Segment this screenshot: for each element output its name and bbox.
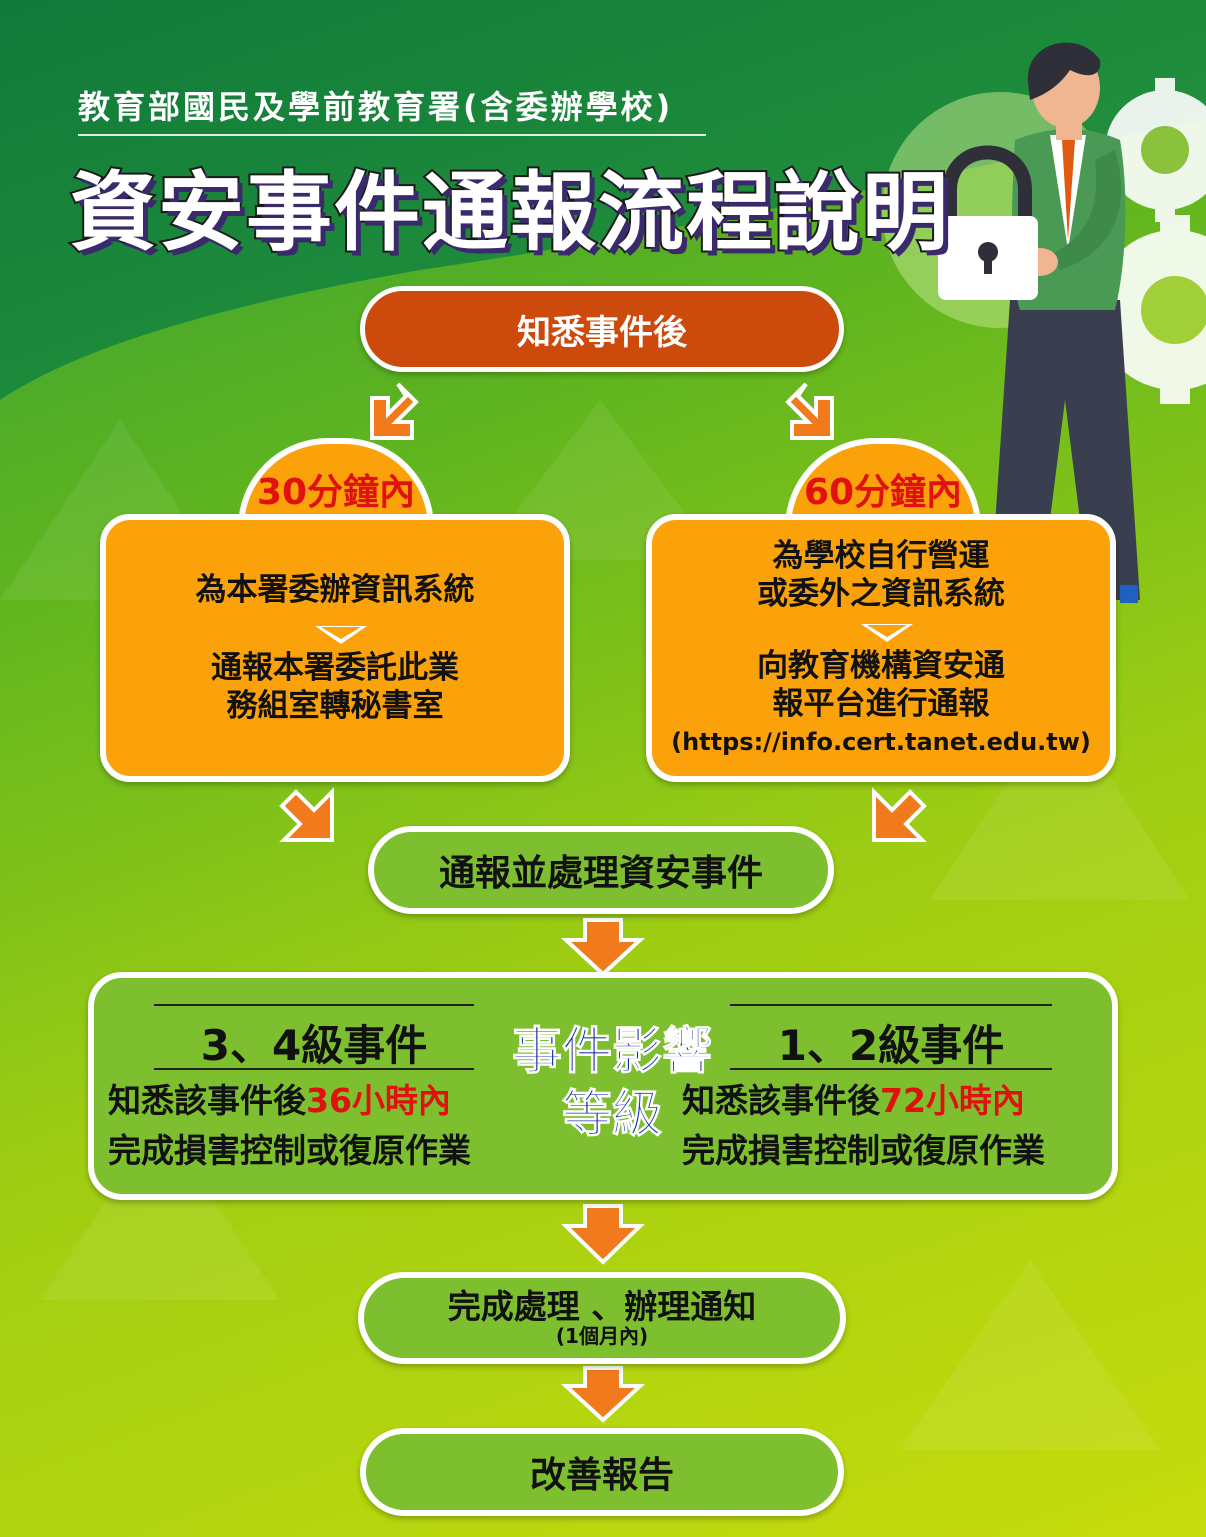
padlock-icon: [938, 145, 1038, 300]
level-1-2-heading: 1、2級事件: [777, 1021, 1005, 1070]
left-branch-box: 為本署委辦資訊系統 通報本署委託此業 務組室轉秘書室: [100, 514, 570, 782]
subtitle: 教育部國民及學前教育署(含委辦學校): [78, 88, 674, 126]
level-1-2-text-before: 知悉該事件後: [682, 1081, 880, 1120]
level-3-4-action: 完成損害控制或復原作業: [108, 1131, 471, 1170]
impact-level-box: 3、4級事件 知悉該事件後36小時內 完成損害控制或復原作業 事件影響 等級 1…: [88, 972, 1118, 1200]
left-heading-top-line: [154, 1004, 474, 1006]
right-heading-bottom-line: [730, 1068, 1052, 1070]
level-3-4-text-before: 知悉該事件後: [108, 1081, 306, 1120]
right-time-label: 60分鐘內: [803, 472, 963, 513]
left-action-line2: 務組室轉秘書室: [226, 688, 444, 724]
step-improvement-report: 改善報告: [360, 1428, 844, 1516]
step-report-and-handle: 通報並處理資安事件: [368, 826, 834, 914]
impact-level-line2: 等級: [562, 1084, 663, 1143]
level-1-2-action: 完成損害控制或復原作業: [682, 1131, 1045, 1170]
impact-level-label: 事件影響 等級: [512, 1020, 713, 1145]
page-title: 資安事件通報流程說明: [68, 161, 950, 265]
arrow-down-icon: [279, 382, 927, 1423]
right-condition-line2: 或委外之資訊系統: [757, 576, 1005, 612]
right-heading-top-line: [730, 1004, 1052, 1006]
left-time-label: 30分鐘內: [256, 472, 416, 513]
report-platform-url: (https://info.cert.tanet.edu.tw): [671, 728, 1091, 756]
step-aware-label: 知悉事件後: [517, 312, 687, 353]
level-3-4-deadline: 36小時內: [306, 1081, 451, 1120]
step-complete-and-notify: 完成處理 、辦理通知 (1個月內): [358, 1272, 846, 1364]
right-action-line2: 報平台進行通報: [772, 686, 990, 722]
step-report-label: 改善報告: [529, 1455, 674, 1496]
level-1-2-deadline: 72小時內: [880, 1081, 1025, 1120]
step-handle-label: 通報並處理資安事件: [438, 853, 763, 894]
right-branch-box: 為學校自行營運 或委外之資訊系統 向教育機構資安通 報平台進行通報 (https…: [646, 514, 1116, 782]
step-complete-label: 完成處理 、辦理通知: [447, 1286, 757, 1326]
impact-level-line1: 事件影響: [512, 1022, 713, 1081]
subtitle-divider: [78, 134, 706, 136]
right-condition-line1: 為學校自行營運: [772, 538, 990, 574]
step-aware-of-incident: 知悉事件後: [360, 286, 844, 372]
right-action-line1: 向教育機構資安通: [757, 648, 1005, 684]
level-3-4-deadline-text: 知悉該事件後36小時內: [108, 1076, 451, 1126]
right-down-triangle: [861, 624, 913, 642]
left-down-triangle: [315, 626, 367, 644]
level-1-2-deadline-text: 知悉該事件後72小時內: [682, 1076, 1025, 1126]
left-condition: 為本署委辦資訊系統: [195, 572, 475, 608]
left-heading-bottom-line: [154, 1068, 474, 1070]
step-complete-note: (1個月內): [555, 1324, 649, 1349]
left-action-line1: 通報本署委託此業: [211, 650, 459, 686]
level-3-4-heading: 3、4級事件: [200, 1021, 428, 1070]
